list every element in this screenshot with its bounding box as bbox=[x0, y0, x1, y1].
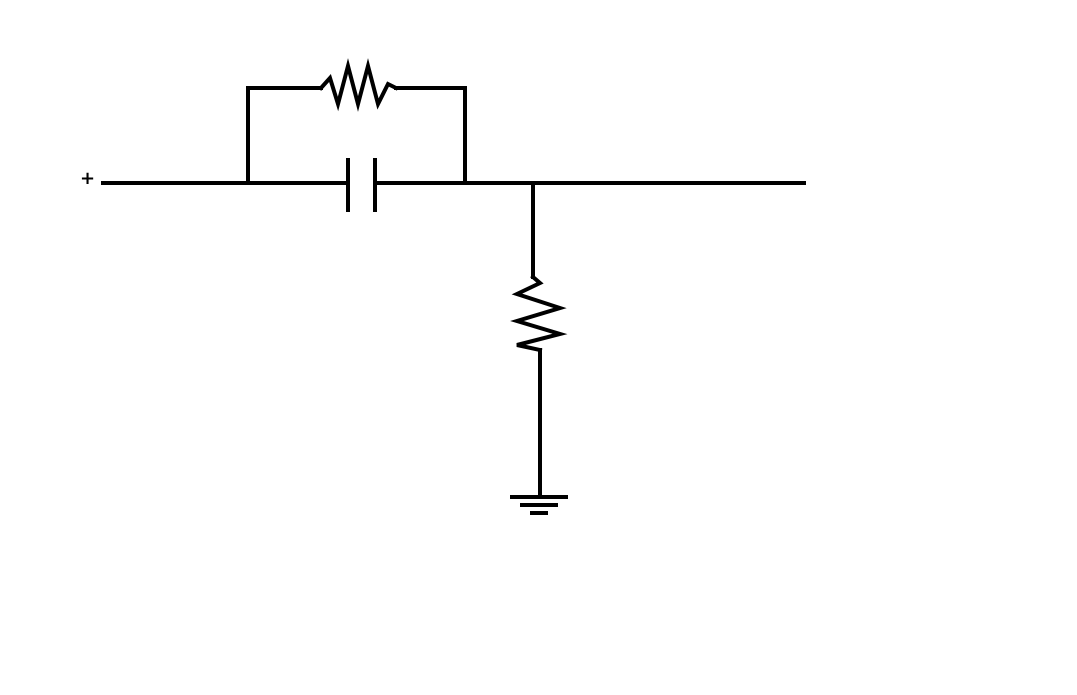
resistor-r2-symbol bbox=[510, 274, 568, 353]
resistor-r1-symbol bbox=[318, 58, 399, 112]
input-terminal-plus-label: + bbox=[80, 168, 96, 189]
ground-symbol bbox=[510, 495, 568, 515]
